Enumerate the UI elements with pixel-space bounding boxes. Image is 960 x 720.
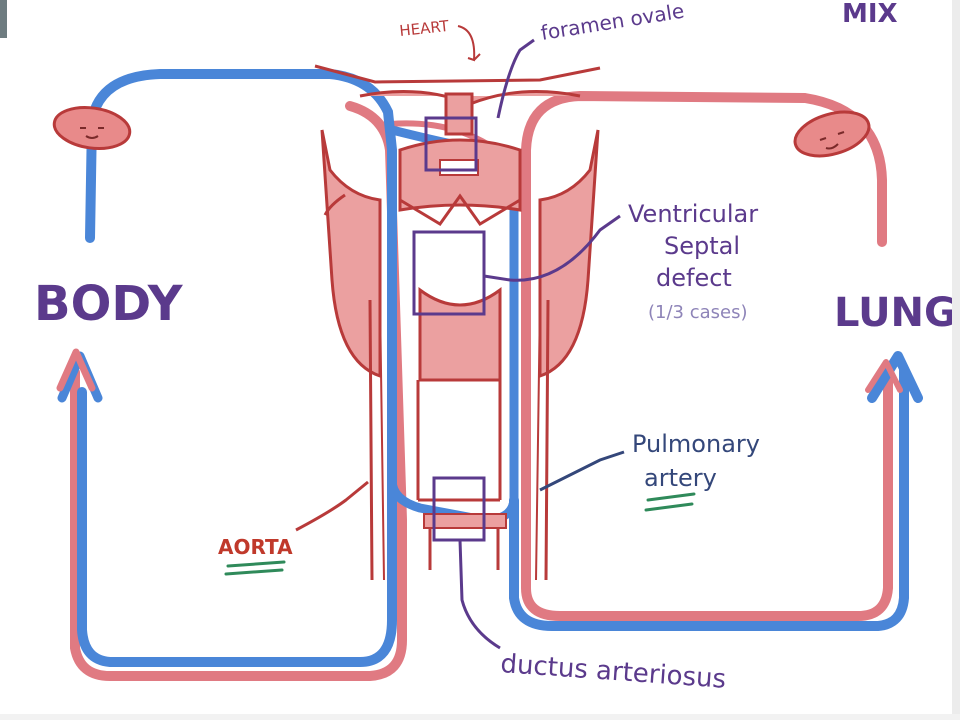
- aorta-underline: [224, 560, 286, 576]
- heart-label: HEART: [399, 17, 451, 40]
- vsd-label-line2: Septal: [664, 232, 740, 260]
- foramen-ovale-box: [424, 116, 478, 172]
- window-corner: [0, 0, 7, 38]
- body-label: BODY: [34, 276, 184, 332]
- frame-edge-bottom: [0, 714, 960, 720]
- body-arrow-red-icon: [56, 348, 96, 392]
- body-organ-icon: [52, 106, 132, 150]
- vsd-label-line1: Ventricular: [628, 200, 758, 228]
- blue-pulmonary-loop: [509, 365, 909, 631]
- ductus-label: ductus arteriosus: [500, 649, 728, 695]
- lungs-arrow-red-icon: [865, 359, 903, 393]
- lungs-arrow-icon: [867, 351, 923, 403]
- red-systemic-loop: [70, 101, 407, 681]
- foramen-ovale-label: foramen ovale: [539, 0, 686, 45]
- aorta-pointer: [295, 480, 369, 532]
- pulmonary-label-line1: Pulmonary: [632, 430, 760, 458]
- foramen-pointer: [496, 38, 535, 119]
- heart-pointer: [457, 25, 481, 62]
- ductus-box: [432, 476, 486, 542]
- pulmonary-pointer: [539, 450, 625, 492]
- vsd-note: (1/3 cases): [648, 302, 748, 323]
- vsd-box: [412, 230, 486, 316]
- ductus-pointer: [458, 539, 501, 650]
- heart-structure: [314, 64, 601, 581]
- vsd-label-line3: defect: [656, 264, 732, 292]
- lungs-label: LUNGS: [834, 290, 952, 336]
- aorta-label: AORTA: [218, 535, 293, 559]
- blue-systemic-loop: [77, 69, 397, 667]
- red-pulmonary-loop: [521, 90, 893, 621]
- vsd-pointer: [483, 214, 621, 282]
- lungs-organ-icon: [793, 110, 871, 158]
- frame-edge: [952, 0, 960, 720]
- pulmonary-underline: [644, 492, 696, 512]
- mix-label: MIX: [842, 0, 898, 29]
- pulmonary-label-line2: artery: [644, 464, 717, 492]
